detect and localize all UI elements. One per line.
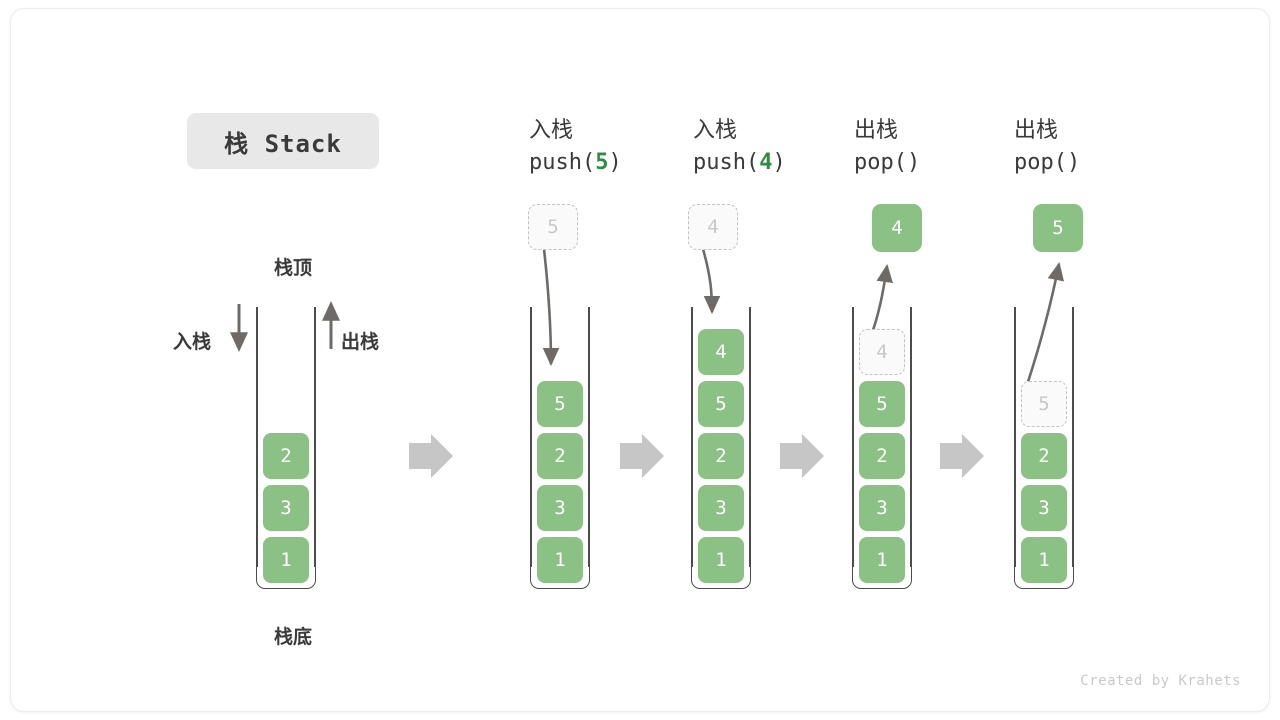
step-header-4: 出栈 pop() xyxy=(1014,115,1080,179)
stack-ghost-cell-4: 5 xyxy=(1021,381,1067,427)
footer-credit: Created by Krahets xyxy=(1080,673,1241,689)
connector-arrow-4 xyxy=(940,434,984,478)
diagram-canvas: 栈 Stack xyxy=(10,8,1270,712)
step-op-cn-1: 入栈 xyxy=(529,118,574,143)
tube-bottom-cup xyxy=(530,563,590,589)
tube-rail-right xyxy=(588,307,590,567)
stack-cell: 1 xyxy=(859,537,905,583)
page-title: 栈 Stack xyxy=(224,129,342,158)
step-op-code-3: pop() xyxy=(854,149,921,175)
tube-bottom-cup xyxy=(256,563,316,589)
incoming-ghost-cell-2: 4 xyxy=(688,204,738,250)
stack-tube-initial xyxy=(256,307,316,589)
stack-cell: 1 xyxy=(1021,537,1067,583)
step-op-code-4: pop() xyxy=(1014,149,1081,175)
stack-cell: 5 xyxy=(859,381,905,427)
step-op-cn-4: 出栈 xyxy=(1014,118,1059,143)
stack-cell: 2 xyxy=(263,433,309,479)
stack-tube-step-2 xyxy=(691,307,751,589)
tube-rail-right xyxy=(910,307,912,567)
step-op-cn-3: 出栈 xyxy=(854,118,899,143)
stack-cell: 5 xyxy=(698,381,744,427)
stack-cell: 3 xyxy=(263,485,309,531)
stack-cell: 1 xyxy=(698,537,744,583)
stack-bottom-label: 栈底 xyxy=(273,626,312,648)
stack-cell: 2 xyxy=(537,433,583,479)
tube-rail-right xyxy=(1072,307,1074,567)
tube-rail-left xyxy=(1014,307,1016,567)
connector-arrow-3 xyxy=(780,434,824,478)
tube-bottom-cup xyxy=(1014,563,1074,589)
connector-arrow-1 xyxy=(409,434,453,478)
tube-rail-right xyxy=(314,307,316,567)
diagram-title-chip: 栈 Stack xyxy=(187,113,379,169)
tube-rail-left xyxy=(852,307,854,567)
tube-bottom-cup xyxy=(852,563,912,589)
stack-cell: 3 xyxy=(537,485,583,531)
tube-bottom-cup xyxy=(691,563,751,589)
connector-arrow-2 xyxy=(620,434,664,478)
stack-cell: 5 xyxy=(537,381,583,427)
stack-cell: 3 xyxy=(1021,485,1067,531)
stack-cell: 4 xyxy=(698,329,744,375)
step-header-1: 入栈 push(5) xyxy=(529,115,622,179)
stack-tube-step-3 xyxy=(852,307,912,589)
step-op-cn-2: 入栈 xyxy=(693,118,738,143)
outgoing-cell-3: 4 xyxy=(872,204,922,252)
incoming-ghost-cell-1: 5 xyxy=(528,204,578,250)
stack-cell: 2 xyxy=(859,433,905,479)
step-header-3: 出栈 pop() xyxy=(854,115,920,179)
legend-pop-label: 出栈 xyxy=(341,331,380,353)
tube-rail-left xyxy=(256,307,258,567)
stack-ghost-cell-3: 4 xyxy=(859,329,905,375)
step-header-2: 入栈 push(4) xyxy=(693,115,786,179)
step-op-code-1: push(5) xyxy=(529,149,622,175)
stack-cell: 3 xyxy=(698,485,744,531)
stack-cell: 2 xyxy=(1021,433,1067,479)
legend-push-label: 入栈 xyxy=(173,331,212,353)
stack-tube-step-1 xyxy=(530,307,590,589)
stack-cell: 2 xyxy=(698,433,744,479)
push-arrow-step-2 xyxy=(701,248,721,315)
stack-tube-step-4 xyxy=(1014,307,1074,589)
stack-cell: 1 xyxy=(537,537,583,583)
step-op-code-2: push(4) xyxy=(693,149,786,175)
tube-rail-left xyxy=(691,307,693,567)
stack-cell: 3 xyxy=(859,485,905,531)
outgoing-cell-4: 5 xyxy=(1033,204,1083,252)
tube-rail-right xyxy=(749,307,751,567)
stack-top-label: 栈顶 xyxy=(273,257,312,279)
tube-rail-left xyxy=(530,307,532,567)
stack-cell: 1 xyxy=(263,537,309,583)
